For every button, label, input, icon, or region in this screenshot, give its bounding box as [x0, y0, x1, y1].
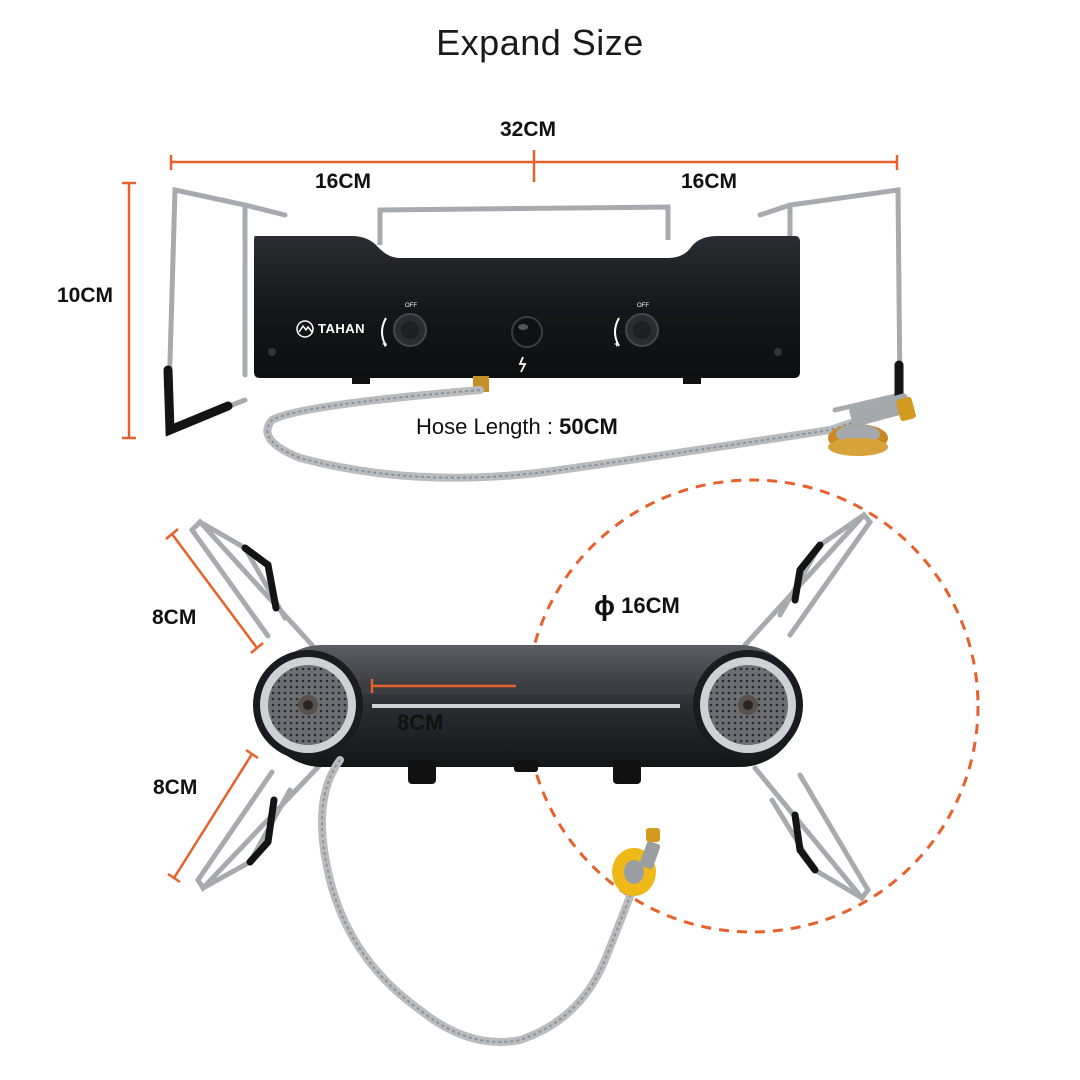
width-dimension-line	[169, 150, 899, 182]
height-label: 10CM	[57, 284, 114, 307]
total-width-label: 32CM	[500, 118, 557, 141]
brand-logo-text: TAHAN	[318, 321, 366, 336]
lower-arm-length-label: 8CM	[153, 776, 198, 799]
arm-dimension-lines	[165, 528, 264, 884]
left-half-width-label: 16CM	[315, 170, 372, 193]
hose-length-label: Hose Length : 50CM	[416, 414, 618, 440]
ignition-bolt-icon	[518, 356, 527, 373]
left-burner	[253, 650, 363, 760]
right-control-knob	[614, 313, 659, 347]
pot-diameter-label: ϕ 16CM	[594, 590, 680, 622]
right-knob-plus-mark: +	[614, 339, 620, 349]
left-knob-plus-mark: +	[382, 339, 388, 349]
right-burner	[693, 650, 803, 760]
page-title: Expand Size	[436, 22, 644, 63]
mountain-logo-icon	[296, 320, 314, 338]
ignition-button	[511, 316, 543, 348]
stove-body	[254, 236, 800, 378]
height-dimension-line	[122, 181, 136, 440]
diameter-icon: ϕ	[594, 590, 615, 621]
hose-length-value: 50CM	[559, 414, 618, 439]
pot-diameter-value: 16CM	[621, 593, 680, 618]
regulator-topdown	[612, 828, 661, 896]
gas-regulator	[828, 393, 916, 456]
burner-span-dimension	[370, 679, 516, 693]
left-knob-off-mark: OFF	[405, 303, 417, 309]
right-knob-off-mark: OFF	[637, 303, 649, 309]
arm-grip-left	[163, 365, 233, 437]
burner-span-label: 8CM	[397, 710, 444, 735]
right-half-width-label: 16CM	[681, 170, 738, 193]
gas-hose-topdown	[318, 756, 644, 1046]
left-control-knob	[381, 313, 427, 347]
left-knob-topdown	[408, 760, 436, 784]
carry-handle	[377, 204, 671, 245]
right-knob-topdown	[613, 760, 641, 784]
upper-arm-length-label: 8CM	[152, 606, 197, 629]
hose-length-caption: Hose Length :	[416, 414, 553, 439]
